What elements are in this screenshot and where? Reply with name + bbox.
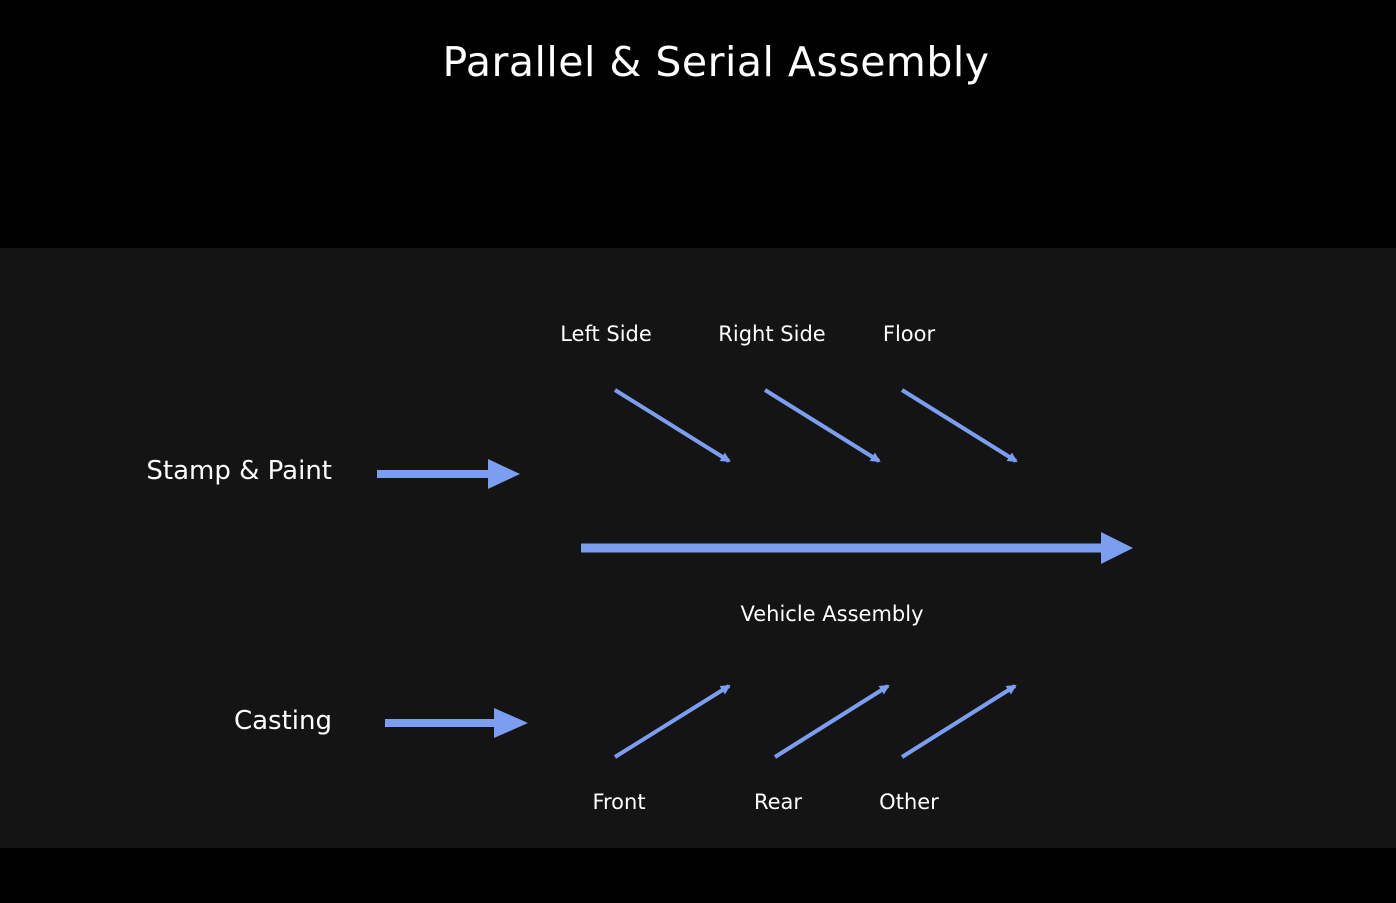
left-side-label: Left Side xyxy=(560,322,652,346)
left-side-arrow xyxy=(613,388,731,463)
right-side-arrow xyxy=(763,388,881,463)
other-arrow xyxy=(900,684,1017,759)
rear-arrow xyxy=(773,684,890,759)
vehicle-assembly-label: Vehicle Assembly xyxy=(740,602,924,626)
rear-label: Rear xyxy=(753,790,803,814)
floor-label: Floor xyxy=(882,322,936,346)
slide-title: Parallel & Serial Assembly xyxy=(442,38,990,86)
right-side-label: Right Side xyxy=(718,322,826,346)
vehicle-assembly-arrow xyxy=(581,532,1133,564)
stamp-paint-label: Stamp & Paint xyxy=(146,456,332,486)
front-label: Front xyxy=(592,790,646,814)
casting-arrow xyxy=(385,708,528,738)
stamp-paint-arrow xyxy=(377,459,520,489)
floor-arrow xyxy=(900,388,1018,463)
casting-label: Casting xyxy=(233,706,332,736)
other-label: Other xyxy=(879,790,939,814)
front-arrow xyxy=(613,684,731,759)
